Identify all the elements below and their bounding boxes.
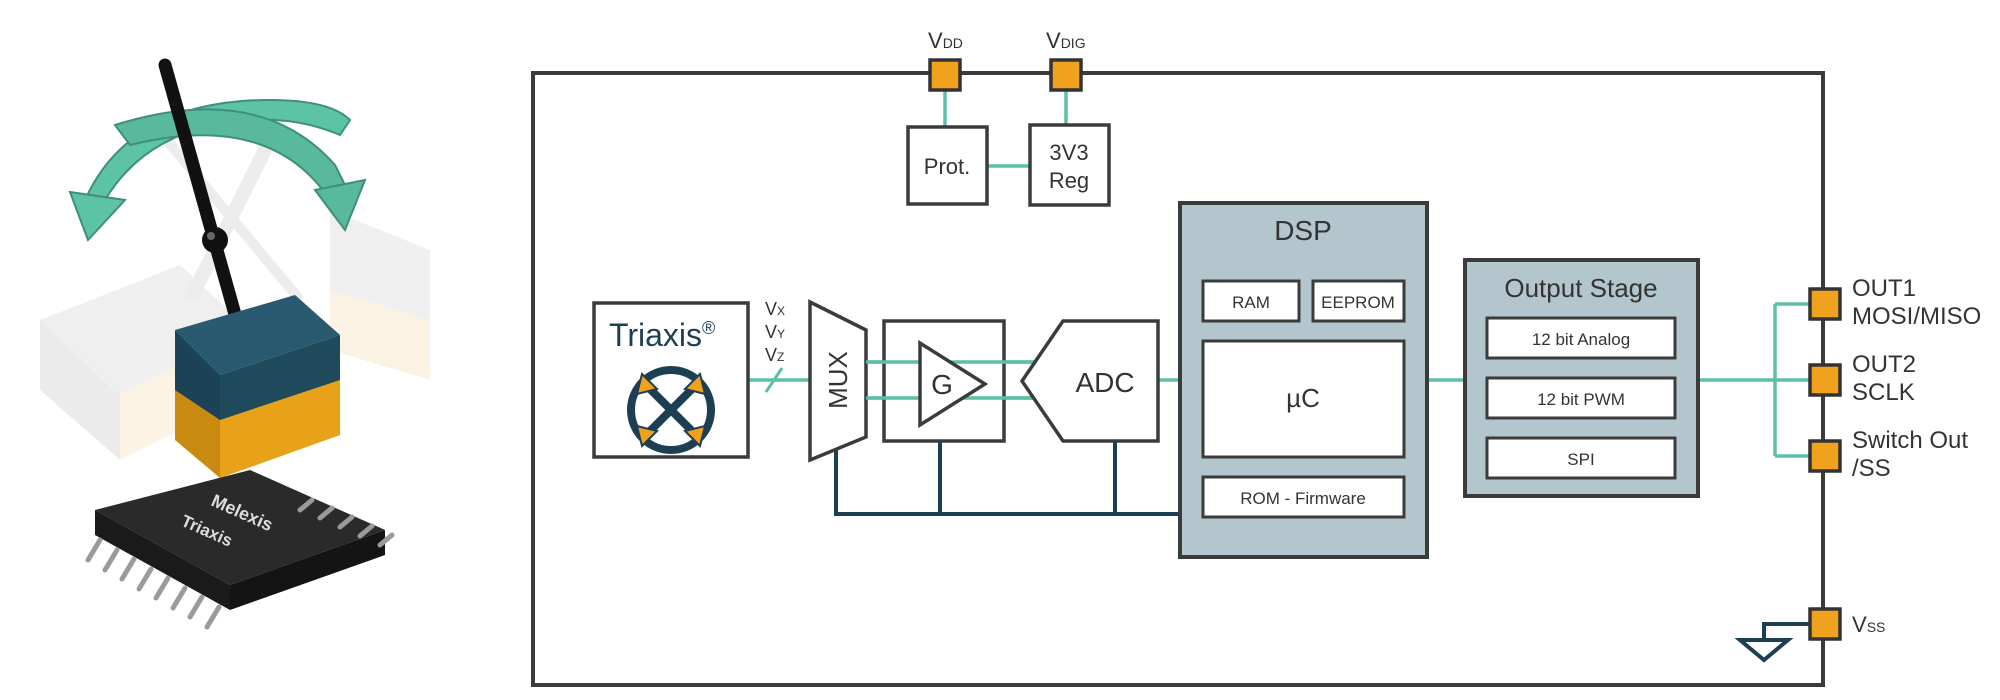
pwm-output-label: 12 bit PWM [1537, 390, 1625, 409]
microcontroller-label: µC [1286, 383, 1320, 413]
chip-pins [85, 497, 395, 630]
eeprom-label: EEPROM [1321, 293, 1395, 312]
out1-sublabel: MOSI/MISO [1852, 303, 1981, 330]
triaxis-sensor-block [592, 301, 750, 459]
triaxis-name: Triaxis® [609, 317, 715, 353]
output-stage-title: Output Stage [1504, 273, 1657, 303]
vdig-pin [1049, 58, 1083, 92]
navy-control-bus [834, 437, 1180, 516]
chip-package: Melexis Triaxis [85, 470, 395, 630]
adc-block [1019, 319, 1160, 443]
analog-output-label: 12 bit Analog [1532, 330, 1630, 349]
adc-label: ADC [1075, 367, 1134, 398]
out2-label: OUT2 [1852, 351, 1916, 378]
vx-label: VX [765, 299, 785, 319]
vz-label: VZ [765, 345, 784, 365]
out2-sublabel: SCLK [1852, 379, 1915, 406]
rom-firmware-label: ROM - Firmware [1240, 489, 1366, 508]
joystick-sensor-illustration: Melexis Triaxis [40, 58, 430, 630]
rom-firmware-block [1201, 475, 1406, 519]
amplifier-triangle-icon [918, 339, 989, 429]
ground-symbol-icon [1734, 622, 1810, 663]
switch-out-label: Switch Out [1852, 427, 1968, 454]
vy-label: VY [765, 322, 785, 342]
joystick-stick [158, 58, 252, 357]
microcontroller-block [1201, 339, 1406, 459]
mux-block [808, 299, 868, 463]
spi-output-block [1485, 436, 1677, 480]
dsp-title: DSP [1274, 215, 1332, 246]
vss-label: VSS [1852, 612, 1885, 637]
bus-slash [764, 367, 784, 393]
vss-pin [1808, 607, 1842, 641]
eeprom-block [1311, 279, 1406, 323]
regulator-label-line2: Reg [1049, 168, 1089, 193]
magnet-top-face [175, 295, 340, 375]
analog-output-block [1485, 316, 1677, 360]
protection-block [906, 125, 989, 206]
triaxis-logo-icon [627, 366, 715, 454]
mux-label: MUX [823, 351, 853, 409]
regulator-block [1028, 123, 1111, 207]
out1-pin [1808, 287, 1842, 321]
joystick-pivot [202, 227, 228, 253]
ram-block [1201, 279, 1301, 323]
switch-out-pin [1808, 439, 1842, 473]
magnet-orange-band [220, 380, 340, 478]
switch-out-sublabel: /SS [1852, 455, 1891, 482]
out2-pin [1808, 363, 1842, 397]
vdd-pin [928, 58, 962, 92]
vdd-label: VDD [928, 28, 963, 53]
protection-label: Prot. [924, 154, 970, 179]
regulator-label-line1: 3V3 [1049, 140, 1088, 165]
spi-output-label: SPI [1567, 450, 1594, 469]
vdig-label: VDIG [1046, 28, 1086, 53]
gain-label: G [931, 369, 953, 400]
out1-label: OUT1 [1852, 275, 1916, 302]
pwm-output-block [1485, 376, 1677, 420]
ram-label: RAM [1232, 293, 1270, 312]
